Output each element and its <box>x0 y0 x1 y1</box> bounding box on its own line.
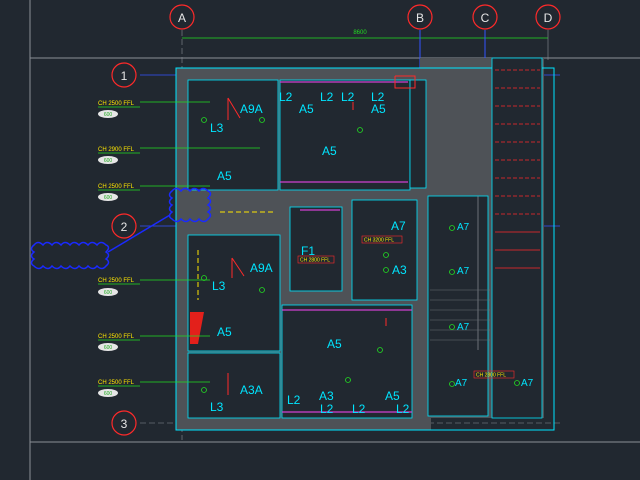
svg-text:3: 3 <box>121 417 128 431</box>
axis-bubble-2: 2 <box>111 213 137 239</box>
svg-text:C: C <box>481 11 490 25</box>
zone-label: F1 <box>301 244 315 258</box>
ceiling-tags: CH 2500 FFL 600 CH 2900 FFL 600 CH 2500 … <box>98 101 260 397</box>
svg-text:600: 600 <box>104 195 113 201</box>
rooms <box>187 57 543 419</box>
zone-label: L2 <box>371 90 385 104</box>
ceiling-tag: CH 2500 FFL 600 <box>98 101 210 118</box>
svg-text:1: 1 <box>121 69 128 83</box>
svg-text:2: 2 <box>121 220 128 234</box>
zone-label: A5 <box>217 325 232 339</box>
zone-labels: A9A L3 A5 L2 A5 L2 L2 L2 A5 A5 F1 A7 A3 … <box>210 90 534 416</box>
room-bottom-left-upper <box>187 234 281 352</box>
partitions <box>280 81 412 413</box>
top-dimension: 8600 <box>182 30 548 39</box>
ceiling-tag: CH 2900 FFL 600 <box>98 147 260 164</box>
svg-text:B: B <box>416 11 424 25</box>
svg-text:CH 2800 FFL: CH 2800 FFL <box>476 373 506 379</box>
svg-text:CH 2500 FFL: CH 2500 FFL <box>98 101 135 107</box>
room-bottom-left-lower <box>187 352 281 419</box>
zone-label: A5 <box>327 337 342 351</box>
zone-label: L3 <box>210 121 224 135</box>
zone-label: A5 <box>385 389 400 403</box>
svg-text:600: 600 <box>104 290 113 296</box>
zone-label: L2 <box>320 402 334 416</box>
zone-label: A3 <box>392 263 407 277</box>
mid-tag: CH 3200 FFL <box>361 235 403 244</box>
zone-label: A9A <box>250 261 273 275</box>
svg-text:CH 2500 FFL: CH 2500 FFL <box>98 380 135 386</box>
yellow-lines <box>197 211 275 300</box>
zone-label: L3 <box>210 400 224 414</box>
revision-cloud-large <box>30 241 110 270</box>
svg-text:CH 2500 FFL: CH 2500 FFL <box>98 184 135 190</box>
zone-label: A7 <box>457 222 470 233</box>
axis-bubble-c: C <box>472 4 498 30</box>
svg-text:600: 600 <box>104 158 113 164</box>
svg-text:600: 600 <box>104 391 113 397</box>
revision-clouds <box>30 187 212 270</box>
svg-text:CH 2500 FFL: CH 2500 FFL <box>98 278 135 284</box>
room-top-right-corner <box>409 79 427 189</box>
zone-label: L2 <box>320 90 334 104</box>
room-top-left <box>187 79 279 191</box>
zone-label: A7 <box>391 219 406 233</box>
zone-label: L3 <box>212 279 226 293</box>
mid-tags: CH 3200 FFL CH 2800 FFL CH 2800 FFL <box>297 235 515 379</box>
fixtures-red <box>227 75 416 395</box>
right-corridor <box>491 57 543 419</box>
ceiling-tag: CH 2500 FFL 600 <box>98 380 210 397</box>
axis-bubble-a: A <box>169 4 195 30</box>
room-center <box>351 199 418 301</box>
stair-pattern <box>430 289 490 341</box>
zone-label: L2 <box>279 90 293 104</box>
zone-label: A5 <box>322 144 337 158</box>
axis-bubble-d: D <box>535 4 561 30</box>
svg-text:CH 2800 FFL: CH 2800 FFL <box>300 258 330 264</box>
svg-text:600: 600 <box>104 112 113 118</box>
stair-hatch <box>477 69 540 350</box>
room-top-mid <box>279 79 411 191</box>
svg-text:CH 2500 FFL: CH 2500 FFL <box>98 334 135 340</box>
zone-label: A3 <box>319 389 334 403</box>
zone-label: L2 <box>287 393 301 407</box>
room-center-left <box>289 206 343 292</box>
room-bottom-mid <box>281 304 413 419</box>
axis-bubble-3: 3 <box>111 410 137 436</box>
zone-label: A5 <box>217 169 232 183</box>
mid-tag: CH 2800 FFL <box>473 370 515 379</box>
zone-label: A3A <box>240 383 263 397</box>
svg-text:CH 2900 FFL: CH 2900 FFL <box>98 147 135 153</box>
svg-text:D: D <box>544 11 553 25</box>
zone-label: A9A <box>240 102 263 116</box>
axis-bubble-b: B <box>407 4 433 30</box>
zone-label: A7 <box>457 322 470 333</box>
zone-label: A5 <box>299 102 314 116</box>
ceiling-tag: CH 2500 FFL 600 <box>98 184 210 201</box>
zone-label: L2 <box>352 402 366 416</box>
zone-label: A7 <box>455 378 468 389</box>
zone-label: A7 <box>521 378 534 389</box>
mid-tag: CH 2800 FFL <box>297 255 335 264</box>
dimension-label: 8600 <box>353 30 367 36</box>
axis-bubbles-left: 1 2 3 <box>111 62 137 436</box>
zone-label: A7 <box>457 266 470 277</box>
zone-label: L2 <box>396 402 410 416</box>
fixture-dots <box>201 117 520 393</box>
ceiling-tag: CH 2500 FFL 600 <box>98 334 210 351</box>
zone-label: A5 <box>371 102 386 116</box>
axis-bubbles-top: A B C D <box>169 4 561 30</box>
svg-text:CH 3200 FFL: CH 3200 FFL <box>364 238 394 244</box>
ceiling-tag: CH 2500 FFL 600 <box>98 278 210 296</box>
svg-text:A: A <box>178 11 186 25</box>
svg-text:600: 600 <box>104 345 113 351</box>
axis-bubble-1: 1 <box>111 62 137 88</box>
zone-label: L2 <box>341 90 355 104</box>
revision-cloud-small <box>168 187 212 223</box>
